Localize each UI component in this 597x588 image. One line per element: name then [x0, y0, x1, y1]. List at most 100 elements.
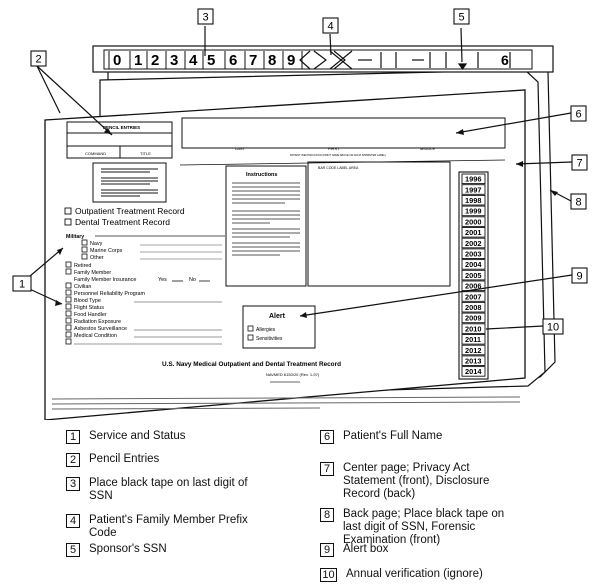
allergies-label: Allergies [256, 327, 276, 333]
callout-number: 3 [202, 12, 208, 24]
ruler-digit: 1 [134, 52, 142, 69]
callout-number: 5 [458, 12, 464, 24]
military-label: Military [66, 234, 84, 240]
bar-code-area [307, 161, 451, 287]
ruler-digit: 8 [268, 52, 276, 69]
status-label-navy: Navy [90, 241, 103, 247]
status-checkbox [65, 338, 72, 345]
status-label-medical-condition: Medical Condition [74, 333, 117, 339]
legend-description: Sponsor's SSN [89, 543, 167, 555]
callout-number: 8 [575, 197, 581, 209]
year-cell: 2014 [465, 367, 482, 376]
legend-description: Alert box [343, 543, 389, 555]
year-cell: 2001 [465, 228, 481, 237]
sensitivities-label: Sensitivities [256, 336, 283, 342]
pencil-entries-label: PENCIL ENTRIES [103, 125, 140, 130]
year-cell: 2013 [465, 357, 481, 366]
no-label: No [189, 277, 196, 283]
status-label-marine-corps: Marine Corps [90, 248, 123, 254]
callout-number: 6 [575, 109, 581, 121]
callout-3: 3 [197, 8, 214, 25]
year-cell: 2000 [465, 217, 481, 226]
prefix-code-diamonds [299, 50, 353, 70]
ssn-tape-marks [358, 52, 511, 71]
form-number: NAVMED 6150/20 (Rev. 1-97) [266, 372, 320, 377]
legend-number: 6 [320, 430, 334, 444]
form-main-title: U.S. Navy Medical Outpatient and Dental … [162, 361, 341, 368]
callout-number: 10 [547, 322, 559, 334]
legend-number: 5 [66, 543, 80, 557]
callout-number: 2 [35, 54, 41, 66]
callout-8: 8 [570, 193, 587, 210]
legend-number: 2 [66, 453, 80, 467]
status-checkbox [81, 246, 88, 253]
front-cover: PENCIL ENTRIES COMMAND TITLE LAST FIRST … [44, 89, 526, 420]
legend-description: Service and Status [89, 430, 186, 442]
callout-7: 7 [571, 154, 588, 171]
status-label-flight-status: Flight Status [74, 305, 104, 311]
year-cell: 2004 [465, 260, 482, 269]
callout-arrowheads [55, 128, 558, 318]
status-checkbox [81, 239, 88, 246]
status-label-civilian: Civilian [74, 284, 91, 290]
callout-number: 1 [19, 279, 25, 291]
year-cell: 1999 [465, 207, 481, 216]
alert-title: Alert [269, 313, 286, 320]
year-cell: 2006 [465, 282, 481, 291]
sponsor-digit: 6 [501, 52, 509, 68]
callout-5: 5 [453, 8, 470, 25]
legend-item: 5 Sponsor's SSN [66, 543, 249, 557]
legend-number: 9 [320, 543, 334, 557]
status-label-family-insurance: Family Member Insurance [74, 277, 136, 283]
ruler-digit: 4 [189, 52, 198, 69]
ruler-digit: 0 [113, 52, 121, 69]
instructions-box: Instructions [225, 165, 307, 287]
status-label-prp: Personnel Reliability Program [74, 291, 146, 297]
year-cell: 2010 [465, 324, 481, 333]
year-cell: 2012 [465, 346, 481, 355]
legend-number: 4 [66, 514, 80, 528]
callout-number: 4 [327, 21, 333, 33]
status-label-food-handler: Food Handler [74, 312, 107, 318]
status-checkbox [65, 282, 72, 289]
last-label: LAST [235, 146, 246, 151]
year-cell: 1996 [465, 175, 481, 184]
ruler-digit: 2 [151, 52, 159, 69]
status-label-family-member: Family Member [74, 270, 111, 276]
ruler-digit: 6 [229, 52, 237, 69]
ruler-digit: 9 [287, 52, 295, 69]
bar-code-label: BAR CODE LABEL AREA [318, 166, 359, 170]
year-cell: 2011 [465, 335, 481, 344]
legend-number: 1 [66, 430, 80, 444]
pencil-entries-box [66, 121, 173, 159]
middle-label: MIDDLE [420, 146, 435, 151]
annual-verification-column: 1996199719981999200020012002200320042005… [458, 171, 489, 380]
callout-6: 6 [570, 105, 587, 122]
outpatient-checkbox [64, 207, 72, 215]
status-label-asbestos: Asbestos Surveillance [74, 326, 127, 332]
year-cell: 2008 [465, 303, 481, 312]
year-cell: 1997 [465, 185, 481, 194]
status-checkbox [65, 261, 72, 268]
ruler-digit: 5 [207, 52, 215, 69]
yes-label: Yes [158, 277, 167, 283]
callout-10: 10 [542, 318, 564, 335]
patient-name-box [181, 117, 506, 149]
instructions-title: Instructions [246, 172, 277, 178]
legend-description: Back page; Place black tape on last digi… [343, 508, 505, 546]
year-cell: 2005 [465, 271, 481, 280]
status-checkbox [65, 289, 72, 296]
legend-item: 9 Alert box [320, 543, 523, 557]
year-cell: 2009 [465, 314, 481, 323]
ruler-digit: 7 [249, 52, 257, 69]
status-label-other: Other [90, 255, 104, 261]
year-cell: 2003 [465, 250, 481, 259]
